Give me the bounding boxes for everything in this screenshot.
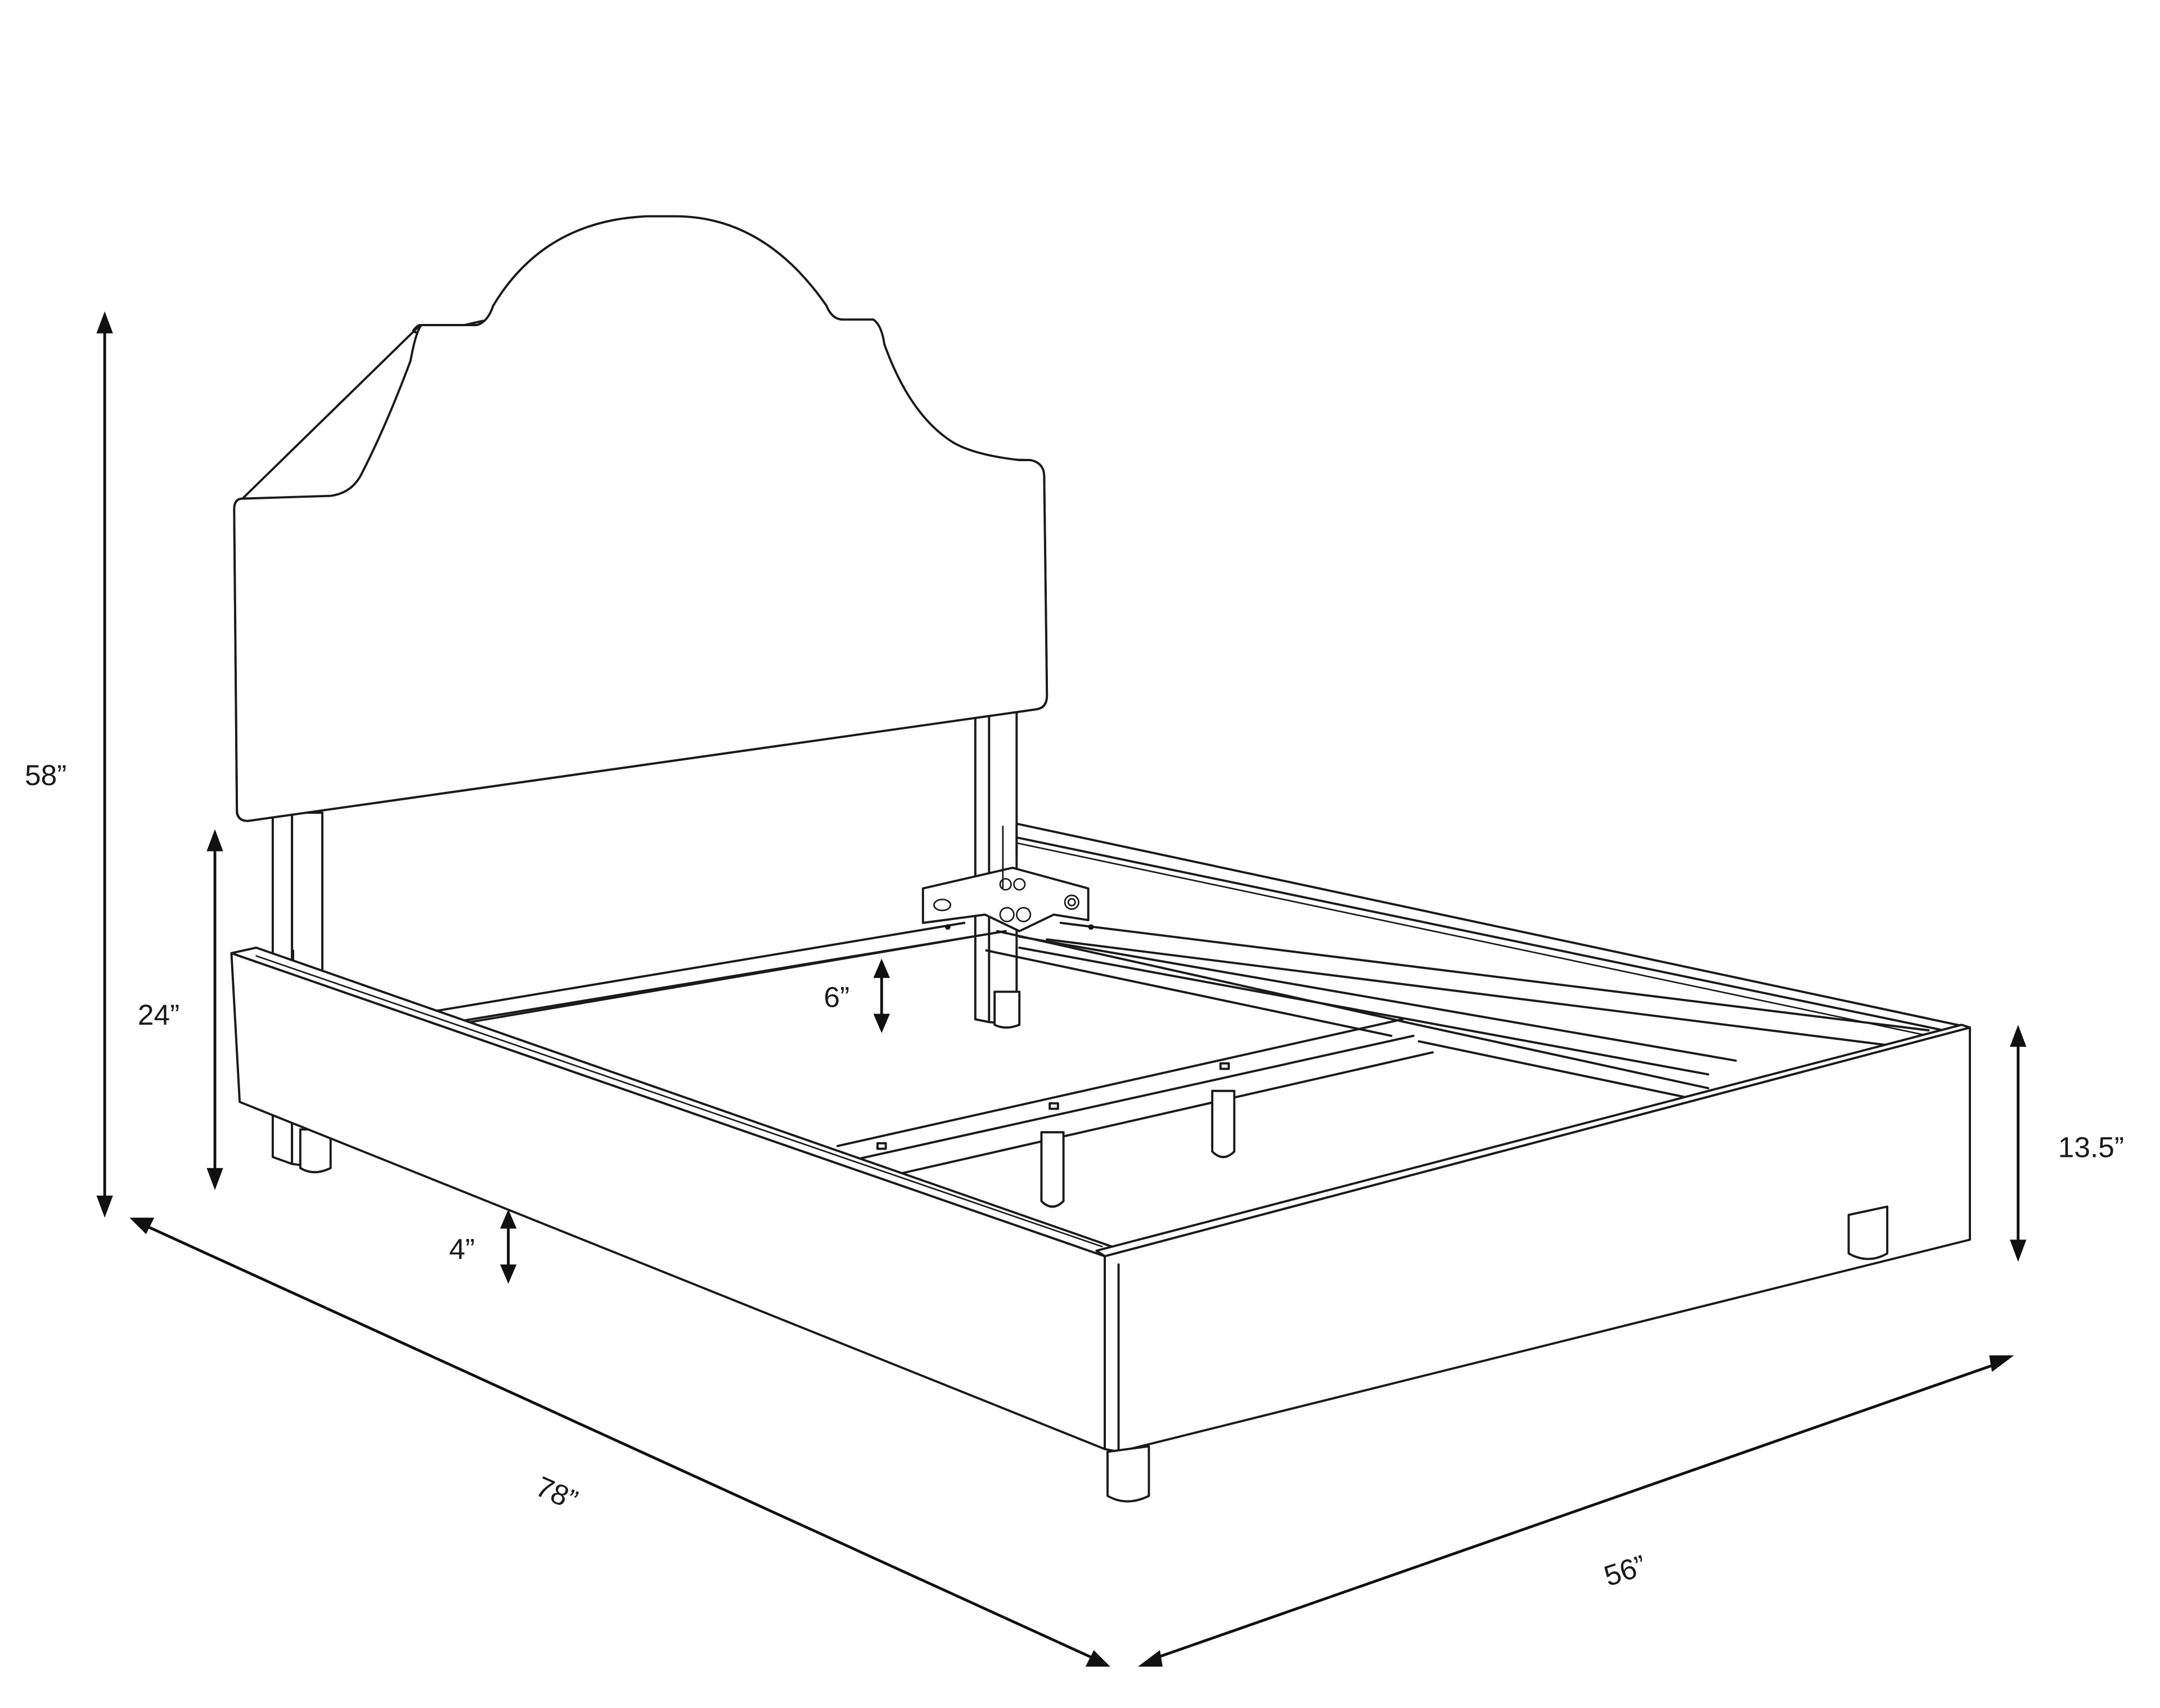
left-side-rail xyxy=(230,947,1117,1450)
right-side-rail xyxy=(1015,822,1971,1037)
dimension-headboard-leg-height: 24” xyxy=(138,829,223,1191)
dimension-rail-height: 13.5” xyxy=(2010,1025,2124,1262)
bed-legs xyxy=(1106,1205,1889,1503)
dimension-overall-height: 58” xyxy=(25,311,113,1218)
footboard xyxy=(1095,1024,1971,1453)
dimension-floor-clearance: 4” xyxy=(449,1209,517,1284)
dimension-rail-depth: 6” xyxy=(824,958,890,1033)
label-length: 78” xyxy=(531,1470,582,1516)
dimension-width: 56” xyxy=(1137,1355,2014,1667)
label-rail-depth: 6” xyxy=(824,980,849,1013)
label-width: 56” xyxy=(1600,1548,1650,1592)
label-floor-clearance: 4” xyxy=(449,1233,475,1265)
headboard-top xyxy=(233,215,1048,822)
corner-bracket xyxy=(921,826,1094,932)
label-rail-height: 13.5” xyxy=(2058,1130,2124,1163)
label-headboard-leg-height: 24” xyxy=(138,998,179,1031)
label-overall-height: 58” xyxy=(25,759,66,791)
slat-frame xyxy=(426,922,1930,1208)
